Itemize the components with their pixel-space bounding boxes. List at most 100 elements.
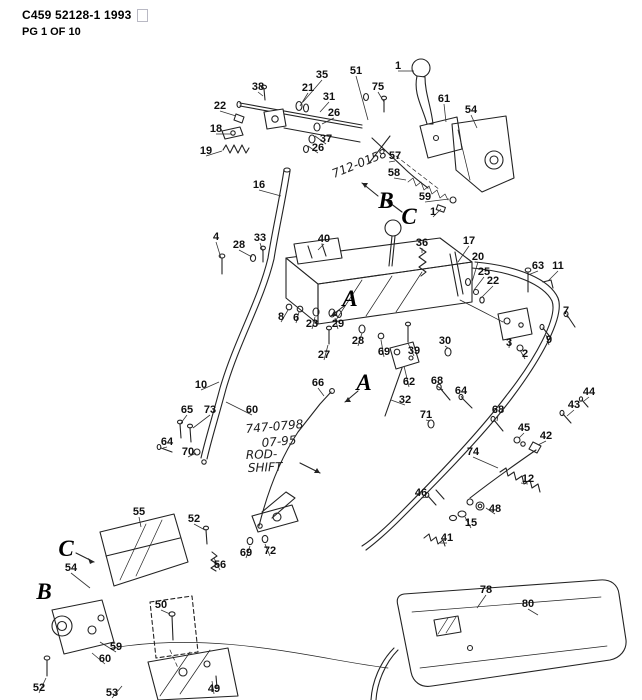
callout-64: 64 bbox=[455, 385, 468, 397]
leader-line bbox=[225, 401, 253, 416]
callout-26: 26 bbox=[312, 142, 324, 154]
callout-57: 57 bbox=[389, 150, 401, 162]
callout-22: 22 bbox=[214, 100, 226, 112]
leader-line bbox=[407, 342, 415, 357]
leader-line bbox=[160, 609, 171, 615]
leader-line bbox=[583, 396, 590, 402]
center-frame-box bbox=[249, 219, 473, 325]
section-arrows bbox=[75, 182, 403, 564]
handwritten-note: 712-0158 bbox=[330, 146, 389, 181]
leader-line bbox=[111, 685, 123, 699]
callout-74: 74 bbox=[467, 446, 480, 458]
leader-line bbox=[91, 652, 106, 665]
callout-54: 54 bbox=[65, 562, 78, 574]
callout-22: 22 bbox=[487, 275, 499, 287]
leader-line bbox=[420, 496, 430, 499]
callout-53: 53 bbox=[106, 687, 118, 699]
leader-line bbox=[464, 516, 472, 529]
callout-80: 80 bbox=[522, 598, 534, 610]
callout-62: 62 bbox=[403, 376, 415, 388]
callout-60: 60 bbox=[99, 653, 111, 665]
leader-line bbox=[388, 160, 396, 163]
callout-25: 25 bbox=[478, 266, 490, 278]
callout-4: 4 bbox=[213, 231, 220, 243]
callout-18: 18 bbox=[210, 123, 222, 135]
callout-9: 9 bbox=[546, 334, 552, 346]
leader-line bbox=[457, 245, 470, 263]
callout-33: 33 bbox=[254, 232, 266, 244]
leader-line bbox=[436, 385, 444, 391]
callout-16: 16 bbox=[253, 179, 265, 191]
callout-7: 7 bbox=[563, 305, 569, 317]
leader-line bbox=[259, 242, 264, 253]
section-letter-C: C bbox=[58, 536, 74, 561]
callout-43: 43 bbox=[568, 399, 580, 411]
callout-37: 37 bbox=[320, 133, 332, 145]
callout-56: 56 bbox=[214, 559, 226, 571]
leader-line bbox=[334, 317, 339, 330]
leader-line bbox=[314, 135, 327, 145]
callout-3: 3 bbox=[506, 337, 512, 349]
section-letter-A: A bbox=[340, 286, 357, 311]
leader-line bbox=[317, 243, 325, 251]
callout-2: 2 bbox=[522, 348, 528, 360]
leader-line bbox=[319, 101, 330, 113]
leader-line bbox=[480, 285, 494, 299]
leader-line bbox=[393, 177, 407, 181]
leader-line bbox=[138, 516, 142, 528]
leader-line bbox=[70, 572, 91, 589]
callout-55: 55 bbox=[133, 506, 145, 518]
callout-38: 38 bbox=[252, 81, 264, 93]
leader-line bbox=[187, 452, 197, 458]
leader-line bbox=[519, 349, 526, 360]
callout-11: 11 bbox=[552, 260, 564, 272]
handwritten-note: SHIFT bbox=[248, 460, 285, 475]
callout-54: 54 bbox=[465, 104, 478, 116]
leader-line bbox=[566, 409, 575, 417]
leader-line bbox=[280, 309, 289, 323]
leader-line bbox=[99, 641, 117, 653]
leader-line bbox=[460, 395, 465, 401]
callout-42: 42 bbox=[540, 430, 552, 442]
callout-35: 35 bbox=[316, 69, 328, 81]
leader-line bbox=[527, 270, 539, 276]
callout-41: 41 bbox=[441, 532, 453, 544]
handwritten-note: ROD- bbox=[246, 447, 278, 462]
callout-44: 44 bbox=[583, 386, 596, 398]
leader-line bbox=[424, 198, 450, 203]
callout-39: 39 bbox=[408, 345, 420, 357]
callout-69: 69 bbox=[240, 547, 252, 559]
leader-line bbox=[377, 91, 385, 103]
callout-45: 45 bbox=[518, 422, 530, 434]
callout-8: 8 bbox=[278, 311, 284, 323]
leader-line bbox=[257, 91, 264, 97]
callout-49: 49 bbox=[208, 683, 220, 695]
callout-63: 63 bbox=[532, 260, 544, 272]
callout-26: 26 bbox=[328, 107, 340, 119]
leader-line bbox=[258, 189, 282, 197]
leader-line bbox=[537, 440, 547, 446]
handwritten-note: 07-95 bbox=[261, 433, 297, 450]
callout-50: 50 bbox=[155, 599, 167, 611]
section-letter-C: C bbox=[401, 204, 417, 229]
header-placeholder-box bbox=[136, 8, 148, 22]
callout-60: 60 bbox=[246, 404, 258, 416]
leader-line bbox=[323, 344, 329, 361]
leader-line bbox=[496, 414, 499, 422]
callout-1: 1 bbox=[395, 60, 401, 72]
document-number: C459 52128-1 1993 bbox=[22, 8, 132, 22]
leader-line bbox=[425, 419, 431, 422]
leader-line bbox=[471, 261, 479, 283]
leader-line bbox=[518, 432, 525, 439]
leader-line bbox=[193, 523, 206, 531]
callout-68: 68 bbox=[492, 404, 504, 416]
callout-69: 69 bbox=[378, 346, 390, 358]
leader-line bbox=[200, 381, 220, 391]
leader-line bbox=[219, 110, 237, 117]
leader-line bbox=[38, 677, 47, 694]
handwritten-note: 747-0798 bbox=[245, 417, 304, 436]
leader-line bbox=[245, 545, 251, 559]
leader-line bbox=[213, 557, 221, 571]
callout-27: 27 bbox=[318, 349, 330, 361]
leader-line bbox=[299, 92, 309, 107]
